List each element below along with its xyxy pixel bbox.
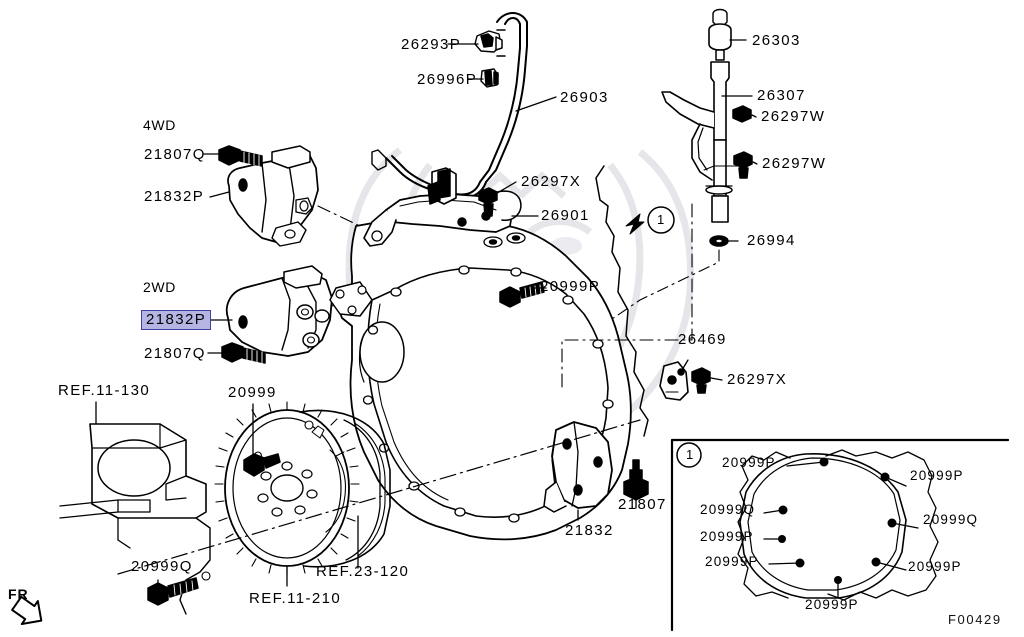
bolt-26297x-top bbox=[478, 187, 498, 217]
clip-26996p bbox=[480, 68, 499, 88]
label-26303[interactable]: 26303 bbox=[752, 32, 801, 49]
label-2wd: 2WD bbox=[143, 279, 176, 295]
label-ref-11-130[interactable]: REF.11-130 bbox=[58, 382, 151, 399]
oring-26994 bbox=[709, 235, 729, 247]
detail-region-line bbox=[561, 203, 693, 393]
plate-26469 bbox=[659, 361, 689, 401]
label-4wd: 4WD bbox=[143, 117, 176, 133]
inset-label-20999q-1[interactable]: 20999Q bbox=[700, 502, 756, 517]
clip-26293p bbox=[474, 30, 503, 53]
flywheel-assembly bbox=[214, 401, 391, 576]
inset-label-20999p-6[interactable]: 20999P bbox=[805, 597, 859, 612]
label-26469[interactable]: 26469 bbox=[678, 331, 727, 348]
inset-label-20999p-5[interactable]: 20999P bbox=[908, 559, 962, 574]
label-21832p-2wd-highlighted[interactable]: 21832P bbox=[141, 310, 212, 330]
bolt-26297w-upper bbox=[732, 105, 752, 123]
label-26996p[interactable]: 26996P bbox=[417, 71, 478, 88]
label-ref-23-120[interactable]: REF.23-120 bbox=[316, 563, 410, 580]
dipstick-assembly bbox=[661, 8, 741, 223]
figure-code: F00429 bbox=[948, 612, 1002, 627]
inset-label-20999p-3[interactable]: 20999P bbox=[705, 554, 759, 569]
label-20999[interactable]: 20999 bbox=[228, 384, 277, 401]
pin-hole-upper bbox=[304, 420, 314, 430]
bolt-26297x-right bbox=[691, 367, 711, 394]
label-20999q-lower[interactable]: 20999Q bbox=[131, 558, 193, 575]
construction-line-4wd bbox=[317, 205, 361, 227]
label-26994[interactable]: 26994 bbox=[747, 232, 796, 249]
bolt-26297w-lower bbox=[733, 151, 753, 179]
callout-1-main-number: 1 bbox=[657, 212, 665, 227]
label-26297w-lower[interactable]: 26297W bbox=[762, 155, 827, 172]
label-26297w-upper[interactable]: 26297W bbox=[761, 108, 826, 125]
inset-label-20999q-2[interactable]: 20999Q bbox=[923, 512, 979, 527]
bracket-21832p-2wd bbox=[225, 265, 333, 357]
bolt-20999p-main bbox=[499, 281, 545, 308]
crank-axis-line bbox=[117, 419, 641, 575]
bracket-21832 bbox=[543, 421, 613, 513]
label-26293p[interactable]: 26293P bbox=[401, 36, 462, 53]
inset-label-20999p-2[interactable]: 20999P bbox=[700, 529, 754, 544]
bolt-21807 bbox=[623, 459, 649, 501]
label-21832p-4wd[interactable]: 21832P bbox=[144, 188, 205, 205]
engine-block-ref-11-130 bbox=[59, 423, 211, 615]
label-21807[interactable]: 21807 bbox=[618, 496, 667, 513]
label-26297x-right[interactable]: 26297X bbox=[727, 371, 788, 388]
fr-arrow-icon bbox=[11, 595, 43, 626]
bracket-21832p-4wd bbox=[227, 145, 319, 247]
inset-label-20999p-4[interactable]: 20999P bbox=[910, 468, 964, 483]
label-ref-11-210[interactable]: REF.11-210 bbox=[249, 590, 342, 607]
label-26307[interactable]: 26307 bbox=[757, 87, 806, 104]
callout-1-main bbox=[625, 206, 675, 235]
label-21807q-4wd[interactable]: 21807Q bbox=[144, 146, 206, 163]
bracket-26901 bbox=[363, 167, 526, 248]
label-21832[interactable]: 21832 bbox=[565, 522, 614, 539]
label-26297x-top[interactable]: 26297X bbox=[521, 173, 582, 190]
bolt-21807q-2wd bbox=[221, 342, 266, 364]
label-20999p-main[interactable]: 20999P bbox=[540, 278, 601, 295]
label-26901[interactable]: 26901 bbox=[541, 207, 590, 224]
label-26903[interactable]: 26903 bbox=[560, 89, 609, 106]
label-21807q-2wd[interactable]: 21807Q bbox=[144, 345, 206, 362]
fr-orientation-label: FR bbox=[8, 586, 29, 602]
inset-label-20999p-1[interactable]: 20999P bbox=[722, 455, 776, 470]
callout-1-inset-number: 1 bbox=[686, 447, 694, 462]
bolt-21807q-4wd bbox=[218, 145, 263, 167]
inset-box bbox=[670, 438, 1010, 632]
